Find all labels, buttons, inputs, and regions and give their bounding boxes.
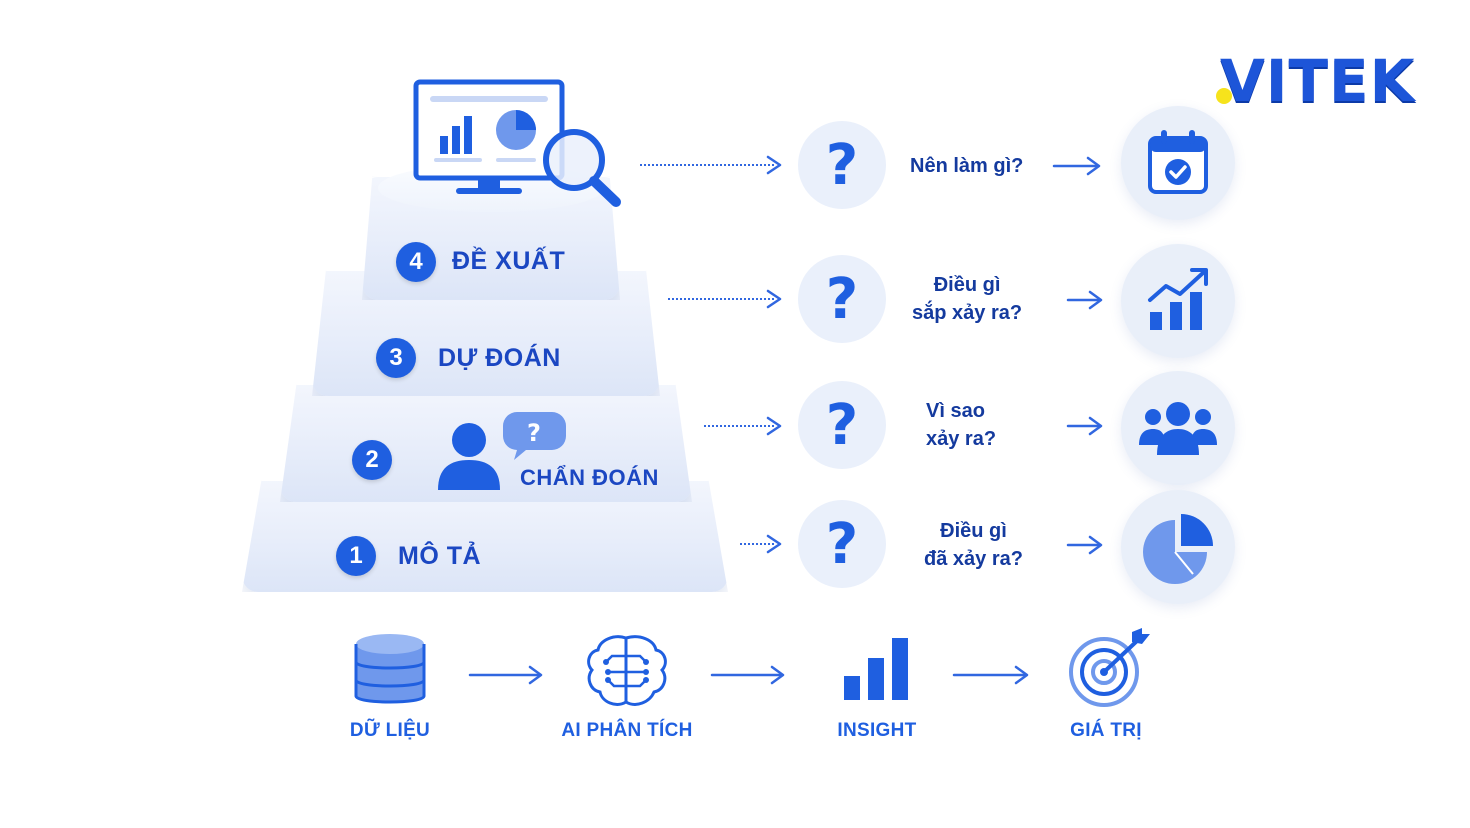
question-circle-4: ? [798, 121, 886, 209]
monitor-analytics-icon [413, 79, 621, 207]
arrow-right-icon [1066, 290, 1103, 310]
question-circle-2: ? [798, 381, 886, 469]
arrow-right-icon [1052, 156, 1101, 176]
level-2-label: CHẨN ĐOÁN [520, 465, 659, 490]
database-icon [354, 634, 426, 704]
connector-dots-1 [740, 543, 774, 545]
question-circle-3: ? [798, 255, 886, 343]
question-text-line: Điều gì [940, 520, 1007, 542]
growth-chart-icon [1148, 268, 1208, 330]
result-circle-1 [1121, 490, 1235, 604]
level-4-number: 4 [396, 242, 436, 282]
arrow-head-icon [766, 416, 782, 436]
question-text-line: đã xảy ra? [924, 548, 1023, 570]
logo-dot [1216, 88, 1232, 104]
arrow-right-icon [1066, 416, 1103, 436]
question-circle-1: ? [798, 500, 886, 588]
arrow-head-icon [766, 289, 782, 309]
question-text-1: Điều gì đã xảy ra? [924, 517, 1023, 573]
question-text-line: Điều gì [933, 274, 1001, 296]
question-text-line: Nên làm gì? [910, 155, 1024, 177]
question-text-4: Nên làm gì? [910, 152, 1023, 180]
level-3-label: DỰ ĐOÁN [438, 344, 561, 372]
person-question-icon: ? [438, 412, 566, 490]
question-text-line: xảy ra? [926, 428, 997, 450]
ai-brain-icon [587, 635, 667, 706]
arrow-head-icon [766, 534, 782, 554]
bar-chart-icon [844, 638, 908, 700]
people-group-icon [1139, 402, 1217, 455]
level-3-number: 3 [376, 338, 416, 378]
target-icon [1069, 628, 1150, 707]
flow-label-insight: INSIGHT [837, 720, 917, 741]
question-text-line: sắp xảy ra? [912, 302, 1023, 324]
result-circle-4 [1121, 106, 1235, 220]
question-text-2: Vì sao xảy ra? [926, 397, 996, 453]
level-1-label: MÔ TẢ [398, 542, 482, 570]
flow-label-ai: AI PHÂN TÍCH [561, 720, 693, 741]
connector-dots-3 [668, 298, 774, 300]
level-2-number: 2 [352, 440, 392, 480]
flow-label-value: GIÁ TRỊ [1070, 720, 1142, 741]
level-1-number: 1 [336, 536, 376, 576]
result-circle-3 [1121, 244, 1235, 358]
connector-dots-2 [704, 425, 774, 427]
flow-label-data: DỮ LIỆU [349, 720, 431, 741]
pie-chart-icon [1143, 514, 1213, 584]
calendar-check-icon [1148, 130, 1208, 194]
level-4-label: ĐỀ XUẤT [452, 247, 566, 275]
question-text-3: Điều gì sắp xảy ra? [912, 271, 1022, 327]
flow-arrow-icon [710, 665, 785, 685]
connector-dots-4 [640, 164, 774, 166]
question-text-line: Vì sao [926, 400, 985, 422]
flow-arrow-icon [468, 665, 543, 685]
logo-text: VITEK [1220, 47, 1416, 115]
arrow-right-icon [1066, 535, 1103, 555]
arrow-head-icon [766, 155, 782, 175]
result-circle-2 [1121, 371, 1235, 485]
brand-logo: VITEK [1214, 44, 1424, 116]
svg-text:?: ? [527, 419, 541, 447]
flow-arrow-icon [952, 665, 1029, 685]
